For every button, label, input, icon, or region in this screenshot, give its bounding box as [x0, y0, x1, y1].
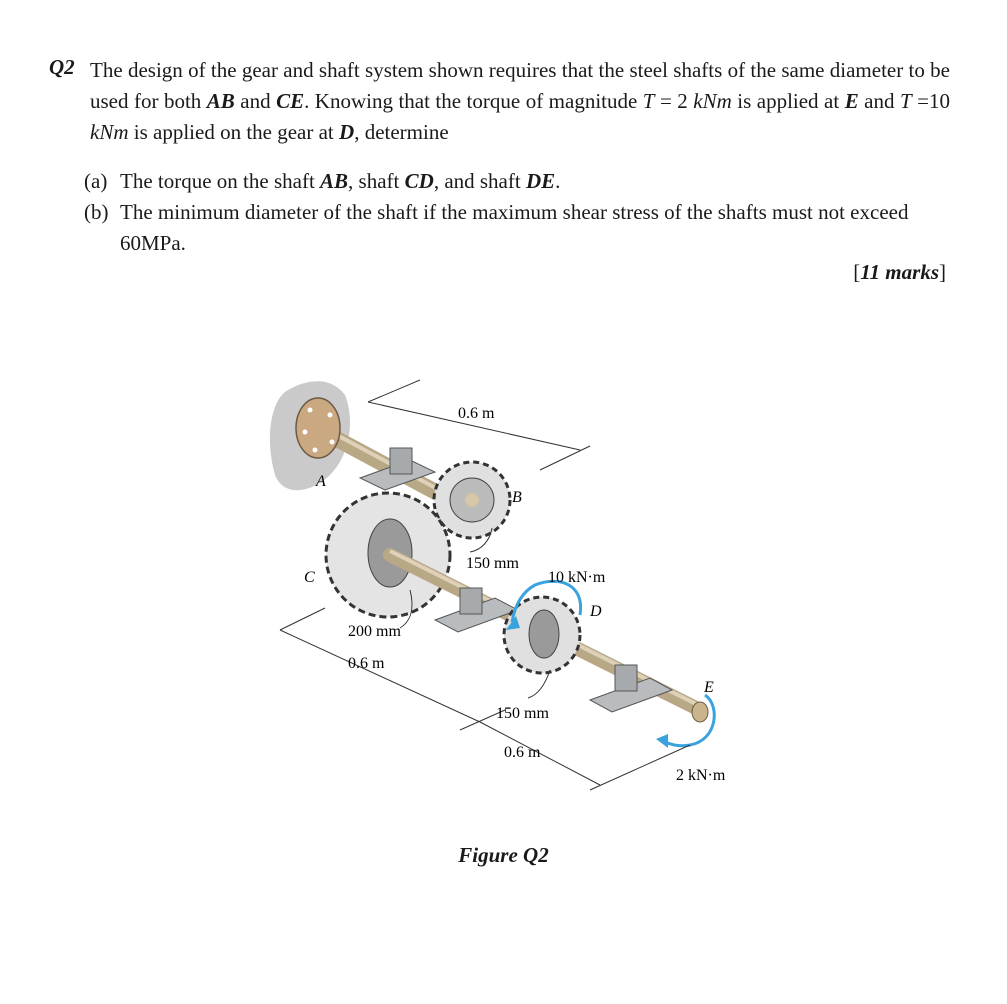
label-e: E	[703, 679, 714, 696]
unit-text: kNm	[90, 120, 129, 144]
leader-line	[399, 589, 413, 629]
unit-text: kNm	[693, 89, 732, 113]
torque-arrow-d	[510, 579, 583, 623]
part-a-text-3: , and shaft	[433, 169, 526, 193]
torque-symbol: T	[642, 89, 655, 113]
gear-c-radius-label: 200 mm	[348, 623, 401, 640]
gear-b-bore	[465, 493, 479, 507]
torque-d-label: 10 kN·m	[548, 569, 606, 586]
marks-bracket-open: [	[853, 260, 861, 284]
bolt-hole	[329, 439, 335, 445]
torque-e-label: 2 kN·m	[676, 767, 726, 784]
connector-text: and	[234, 89, 277, 113]
connector-text: and	[858, 89, 900, 113]
leader-line	[469, 527, 493, 553]
bearing-block	[614, 664, 638, 692]
intro-text-6: is applied on the gear at	[128, 120, 340, 144]
flange-a	[295, 397, 341, 459]
intro-text-3: = 2	[654, 89, 694, 113]
marks-bracket-close: ]	[939, 260, 946, 284]
figure-caption: Figure Q2	[458, 843, 549, 867]
torque-arrowhead-d	[506, 616, 520, 630]
part-a-text: The torque on the shaft AB, shaft CD, an…	[120, 166, 954, 197]
marks-allocation: [11 marks]	[853, 260, 946, 285]
dimension-line-bottom	[479, 721, 601, 786]
marks-value: 11 marks	[860, 260, 939, 284]
bearing-block	[389, 447, 413, 475]
bolt-hole	[307, 407, 313, 413]
dimension-extension	[589, 744, 691, 791]
question-text: The design of the gear and shaft system …	[90, 55, 950, 148]
part-b-text: The minimum diameter of the shaft if the…	[120, 200, 909, 255]
intro-text-4: is applied at	[731, 89, 845, 113]
gear-d-radius-label: 150 mm	[496, 705, 549, 722]
dimension-extension	[367, 379, 421, 403]
dim-left-label: 0.6 m	[348, 655, 385, 672]
part-b-label: (b)	[84, 200, 109, 224]
bolt-hole	[302, 429, 308, 435]
dimension-line-top	[367, 401, 581, 451]
gear-shaft-figure: A B C D E 0.6 m 0.6 m 0.6 m 150 mm 200 m…	[269, 379, 726, 791]
part-a-label: (a)	[84, 169, 108, 193]
torque-symbol: T	[899, 89, 912, 113]
shaft-ab-ref: AB	[320, 169, 349, 193]
label-d: D	[589, 603, 602, 620]
shaft-ab-ref: AB	[206, 89, 235, 113]
dim-bottom-label: 0.6 m	[504, 744, 541, 761]
intro-text-7: , determine	[354, 120, 449, 144]
shaft-cd-ref: CD	[404, 169, 434, 193]
part-b: (b) The minimum diameter of the shaft if…	[84, 197, 954, 259]
dimension-extension	[279, 607, 326, 631]
torque-arrow-e	[664, 693, 716, 748]
shaft-ce-ref: CE	[276, 89, 305, 113]
intro-text-5: =10	[911, 89, 950, 113]
leader-line	[527, 669, 551, 699]
bearing-block	[459, 587, 483, 615]
point-e-ref: E	[844, 89, 859, 113]
part-a-text-2: , shaft	[348, 169, 405, 193]
label-a: A	[315, 473, 326, 490]
shaft-de-ref: DE	[525, 169, 556, 193]
dimension-extension	[539, 445, 591, 471]
shaft-end-e	[691, 701, 709, 723]
gear-d-hub	[528, 609, 560, 659]
label-b: B	[512, 489, 522, 506]
part-a: (a) The torque on the shaft AB, shaft CD…	[84, 166, 954, 197]
gear-b-radius-label: 150 mm	[466, 555, 519, 572]
bolt-hole	[312, 447, 318, 453]
dim-top-label: 0.6 m	[458, 405, 495, 422]
torque-arrowhead-e	[656, 734, 668, 748]
point-d-ref: D	[339, 120, 355, 144]
intro-text-2: . Knowing that the torque of magnitude	[304, 89, 643, 113]
label-c: C	[304, 569, 315, 586]
intro-text-1: The design of the gear and shaft system …	[90, 58, 950, 113]
part-a-text-1: The torque on the shaft	[120, 169, 321, 193]
dimension-extension	[459, 709, 506, 731]
bolt-hole	[327, 412, 333, 418]
question-number: Q2	[49, 55, 75, 79]
part-a-text-4: .	[555, 169, 561, 193]
dimension-line-left	[279, 629, 481, 723]
